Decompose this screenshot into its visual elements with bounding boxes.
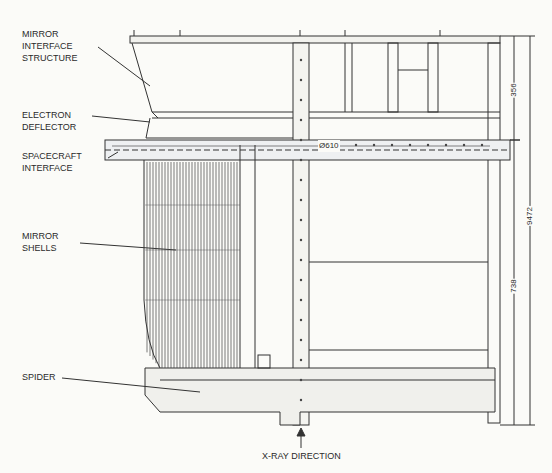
part-label: MIRROR INTERFACE STRUCTURE: [22, 28, 102, 64]
dimension-label: Ø610: [318, 140, 340, 152]
part-label: MIRROR SHELLS: [22, 230, 82, 254]
direction-label: X-RAY DIRECTION: [262, 450, 341, 462]
part-label: ELECTRON DEFLECTOR: [22, 109, 92, 133]
dimension-label: 738: [508, 278, 520, 293]
part-label: SPIDER: [22, 371, 56, 383]
dimension-label: 9472: [524, 206, 536, 226]
dimension-label: 356: [508, 82, 520, 97]
part-label: SPACECRAFT INTERFACE: [22, 150, 104, 174]
